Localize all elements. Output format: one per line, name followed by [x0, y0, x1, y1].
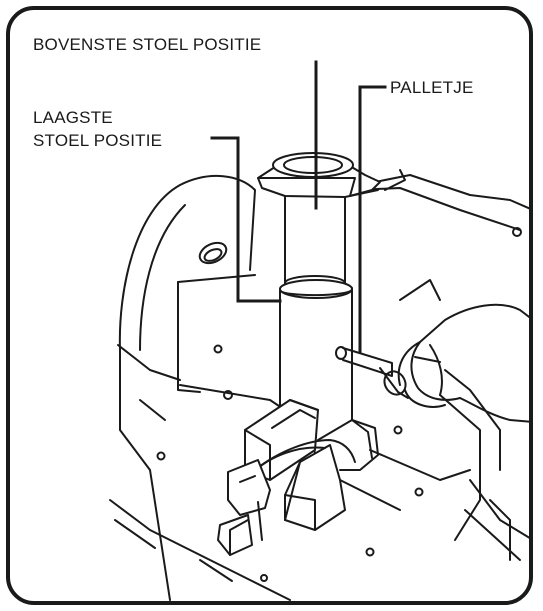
- post-clamp: [317, 419, 379, 471]
- hand-outline: [397, 303, 529, 386]
- illustration-frame: [6, 6, 533, 605]
- lever-pin: [342, 347, 393, 377]
- left-housing-inner: [139, 204, 186, 351]
- label-lever: PALLETJE: [390, 78, 474, 97]
- label-top-seat-position: BOVENSTE STOEL POSITIE: [33, 35, 262, 54]
- base-plate-outline: [119, 349, 171, 601]
- right-housing-outline: [359, 174, 529, 211]
- label-lowest-seat-position-line1: LAAGSTE: [33, 108, 113, 127]
- left-flange: [117, 344, 181, 381]
- housing-oval-hole: [198, 241, 228, 265]
- plug: [227, 459, 271, 516]
- label-lowest-seat-position-line2: STOEL POSITIE: [33, 131, 163, 150]
- leader-line-lowest-position: [210, 136, 282, 303]
- leader-line-lever: [358, 85, 387, 354]
